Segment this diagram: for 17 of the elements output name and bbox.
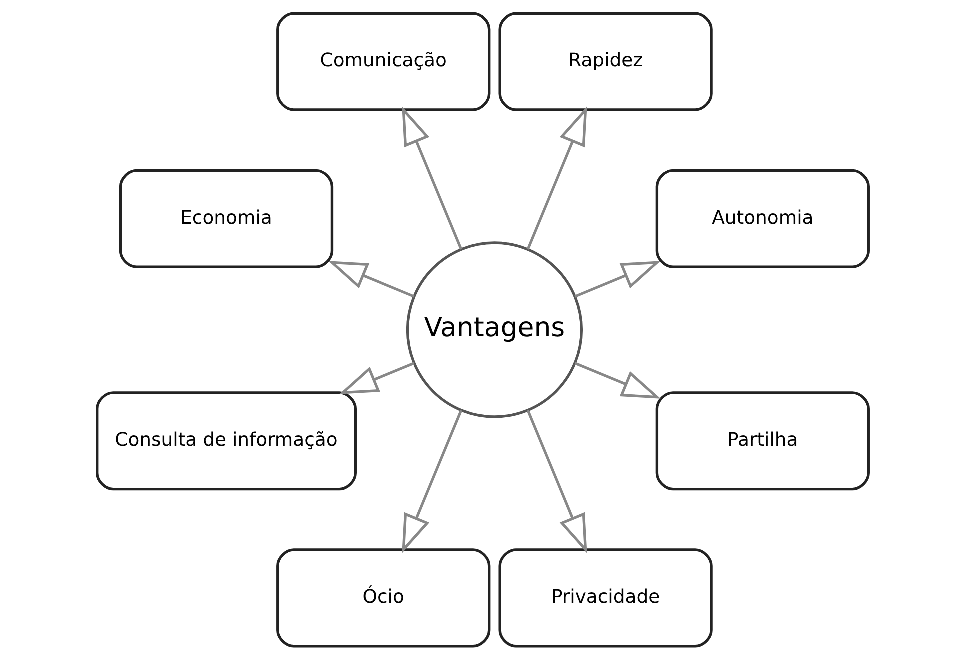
node-circle: Vantagens	[406, 242, 583, 418]
arrow	[402, 106, 462, 250]
arrow	[526, 410, 587, 554]
node-box: Economia	[118, 169, 334, 268]
node-box: Ócio	[276, 548, 490, 648]
arrow	[574, 261, 660, 298]
node-box: Consulta de informação	[96, 392, 356, 491]
node-box: Partilha	[655, 392, 870, 491]
arrow	[328, 261, 414, 298]
node-box: Privacidade	[498, 548, 712, 648]
node-box: Comunicação	[276, 12, 490, 112]
arrow	[574, 362, 660, 399]
node-box: Rapidez	[498, 12, 712, 112]
arrow	[338, 362, 414, 394]
arrow	[402, 410, 462, 554]
arrow	[526, 106, 587, 250]
node-box: Autonomia	[655, 169, 870, 268]
